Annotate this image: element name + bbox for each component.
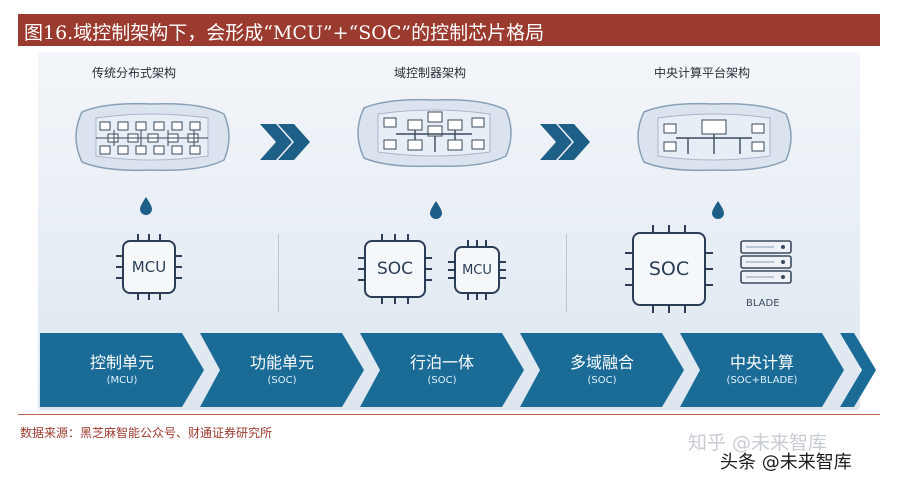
stage-main-label: 功能单元 [249, 353, 314, 372]
soc-chip-central: SOC [625, 225, 713, 313]
chip-pins-icon [358, 234, 432, 304]
figure-title: 图16.域控制架构下，会形成“MCU”+“SOC”的控制芯片格局 [24, 22, 545, 44]
stage-sub-label: (SOC) [267, 375, 297, 386]
soc-chip: SOC [358, 234, 432, 304]
stage-main-label: 中央计算 [729, 353, 794, 372]
stage-1: 控制单元 (MCU) [40, 333, 204, 407]
car-distributed-icon [75, 102, 230, 172]
toutiao-watermark: 头条 @未来智库 [720, 452, 852, 473]
stage-arrow-shape [360, 333, 524, 407]
zhihu-watermark: 知乎 @未来智库 [688, 432, 828, 454]
chip-pins-icon [116, 234, 182, 300]
arch-title-distributed: 传统分布式架构 [92, 66, 177, 80]
double-chevron-right-icon [540, 124, 590, 160]
source-note: 数据来源：黑芝麻智能公众号、财通证券研究所 [20, 426, 273, 440]
stage-sub-label: (SOC) [587, 375, 617, 386]
double-chevron-right-icon [260, 124, 310, 160]
arch-title-domain: 域控制器架构 [394, 66, 467, 80]
title-bar: 图16.域控制架构下，会形成“MCU”+“SOC”的控制芯片格局 [18, 14, 880, 46]
stage-main-label: 控制单元 [89, 353, 154, 372]
stage-sub-label: (SOC) [427, 375, 457, 386]
mcu-chip: MCU [448, 240, 506, 300]
stage-4: 多域融合 (SOC) [520, 333, 684, 407]
chip-label: MCU [462, 262, 492, 278]
chip-pins-icon [625, 225, 713, 313]
footer-rule [18, 414, 880, 415]
section-divider [278, 234, 279, 312]
car-central-icon [637, 102, 792, 172]
car-domain-icon [357, 98, 512, 168]
stage-main-label: 多域融合 [569, 353, 634, 372]
stage-arrow-shape [680, 333, 844, 407]
server-rack-icon [740, 240, 792, 284]
stage-sub-label: (MCU) [106, 375, 138, 386]
stage-arrow-shape [40, 333, 204, 407]
stage-2: 功能单元 (SOC) [200, 333, 364, 407]
stage-5: 中央计算 (SOC+BLADE) [680, 333, 844, 407]
mcu-chip: MCU [116, 234, 182, 300]
chip-label: MCU [131, 258, 167, 276]
stage-arrow-shape [200, 333, 364, 407]
blade-label: BLADE [746, 298, 780, 309]
stage-sub-label: (SOC+BLADE) [726, 375, 798, 386]
water-drop-icon [140, 197, 152, 215]
water-drop-icon [712, 201, 724, 219]
stage-main-label: 行泊一体 [409, 353, 474, 372]
chip-label: SOC [648, 258, 690, 280]
stage-arrow-shape [520, 333, 684, 407]
section-divider [566, 234, 567, 312]
arch-title-central: 中央计算平台架构 [654, 66, 751, 80]
stage-3: 行泊一体 (SOC) [360, 333, 524, 407]
chip-pins-icon [448, 240, 506, 300]
chip-label: SOC [376, 259, 414, 279]
chevron-right-icon [840, 333, 876, 407]
water-drop-icon [430, 201, 442, 219]
